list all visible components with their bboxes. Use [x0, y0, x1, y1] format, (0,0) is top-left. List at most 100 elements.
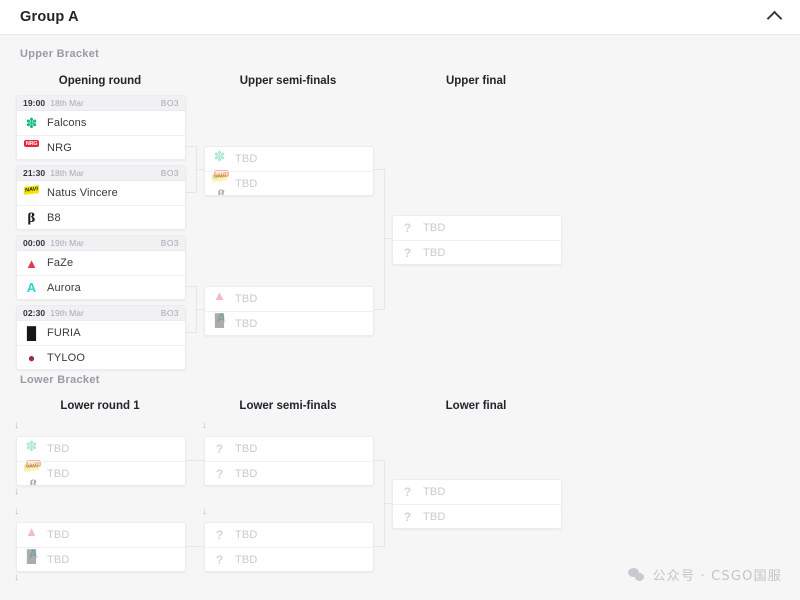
match-card[interactable]: 21:30 18th Mar BO3 NAVI Natus Vincere β … — [16, 165, 186, 230]
team-row[interactable]: ? TBD — [393, 216, 561, 240]
match-header: 19:00 18th Mar BO3 — [17, 96, 185, 111]
team-row[interactable]: ✽NRG TBD — [17, 437, 185, 467]
navi-logo: NAVI — [24, 184, 39, 195]
match-card[interactable]: ▲A TBD █● TBD — [204, 286, 374, 336]
team-row[interactable]: A Aurora — [17, 275, 185, 299]
team-name: TBD — [47, 467, 70, 480]
match-card[interactable]: 19:00 18th Mar BO3 ✽ Falcons NRG NRG — [16, 95, 186, 160]
team-row[interactable]: β B8 — [17, 205, 185, 229]
match-format: BO3 — [160, 98, 179, 108]
match-card[interactable]: ? TBD ? TBD — [392, 479, 562, 529]
team-row[interactable]: ? TBD — [393, 480, 561, 504]
unknown-team-icon: ? — [403, 245, 412, 260]
placeholder-logos: ▲A — [213, 288, 227, 325]
team-row[interactable]: ✽NRG TBD — [205, 147, 373, 177]
team-name: B8 — [47, 211, 61, 224]
feed-arrow-icon: ↓ — [14, 486, 19, 497]
match-card[interactable]: 00:00 19th Mar BO3 ▲ FaZe A Aurora — [16, 235, 186, 300]
team-name: FURIA — [47, 327, 81, 339]
team-row[interactable]: ? TBD — [205, 461, 373, 485]
faze-logo: ▲ — [25, 255, 38, 271]
match-card[interactable]: ? TBD ? TBD — [204, 522, 374, 572]
chevron-up-icon[interactable] — [764, 9, 784, 27]
feed-arrow-icon: ↓ — [202, 420, 207, 431]
feed-arrow-icon: ↓ — [14, 572, 19, 583]
team-name: TBD — [423, 486, 446, 498]
match-time: 21:30 — [23, 168, 46, 178]
round-header-upper-semis: Upper semi-finals — [239, 75, 337, 87]
feed-arrow-icon: ↓ — [14, 506, 19, 517]
match-card[interactable]: ? TBD ? TBD — [392, 215, 562, 265]
unknown-team-icon: ? — [215, 552, 224, 567]
team-row[interactable]: ▲ FaZe — [17, 251, 185, 275]
team-row[interactable]: █● TBD — [205, 311, 373, 335]
upper-bracket-label: Upper Bracket — [20, 48, 100, 60]
unknown-team-icon: ? — [403, 221, 412, 235]
match-header: 00:00 19th Mar BO3 — [17, 236, 185, 251]
placeholder-logos: █● — [214, 312, 225, 328]
match-card[interactable]: ▲A TBD █● TBD — [16, 522, 186, 572]
team-row[interactable]: ● TYLOO — [17, 345, 185, 369]
team-row[interactable]: ✽ Falcons — [17, 111, 185, 135]
team-row[interactable]: NAVI Natus Vincere — [17, 181, 185, 205]
team-row[interactable]: ? TBD — [205, 547, 373, 571]
watermark-text: 公众号 · CSGO国服 — [652, 569, 782, 584]
b8-logo: β — [27, 210, 36, 225]
team-name: TBD — [235, 293, 258, 305]
round-header-lower-round1: Lower round 1 — [60, 400, 140, 412]
unknown-team-icon: ? — [215, 442, 224, 456]
match-card[interactable]: ? TBD ? TBD — [204, 436, 374, 486]
team-name: TYLOO — [47, 351, 86, 364]
team-name: TBD — [235, 467, 258, 480]
team-name: TBD — [235, 553, 258, 566]
placeholder-logos: ✽NRG — [24, 439, 41, 467]
team-row[interactable]: █ FURIA — [17, 321, 185, 345]
feed-arrow-icon: ↓ — [14, 420, 19, 431]
furia-logo: █ — [26, 325, 37, 341]
team-row[interactable]: ▲A TBD — [205, 287, 373, 325]
team-name: NRG — [47, 141, 72, 154]
team-row[interactable]: ? TBD — [205, 437, 373, 461]
team-row[interactable]: █● TBD — [17, 547, 185, 571]
team-name: TBD — [47, 553, 70, 566]
match-date: 18th Mar — [50, 98, 84, 108]
team-row[interactable]: ? TBD — [205, 523, 373, 547]
match-header: 21:30 18th Mar BO3 — [17, 166, 185, 181]
team-row[interactable]: ? TBD — [393, 240, 561, 264]
team-name: TBD — [47, 529, 70, 541]
match-date: 19th Mar — [50, 238, 84, 248]
match-header: 02:30 19th Mar BO3 — [17, 306, 185, 321]
match-format: BO3 — [160, 238, 179, 248]
lower-bracket-label: Lower Bracket — [20, 374, 100, 386]
team-name: Falcons — [47, 117, 87, 129]
match-time: 02:30 — [23, 308, 46, 318]
placeholder-logos: █● — [26, 548, 37, 564]
match-date: 18th Mar — [50, 168, 84, 178]
round-header-lower-semis: Lower semi-finals — [239, 400, 337, 412]
team-row[interactable]: ? TBD — [393, 504, 561, 528]
unknown-team-icon: ? — [215, 466, 224, 481]
team-name: FaZe — [47, 257, 74, 269]
team-name: Natus Vincere — [47, 187, 118, 199]
round-header-lower-final: Lower final — [445, 400, 507, 412]
watermark: 公众号 · CSGO国服 — [627, 565, 782, 584]
team-name: TBD — [423, 510, 446, 523]
chevron-up-glyph — [766, 10, 782, 27]
team-row[interactable]: NRG NRG — [17, 135, 185, 159]
match-card[interactable]: 02:30 19th Mar BO3 █ FURIA ● TYLOO — [16, 305, 186, 370]
unknown-team-icon: ? — [403, 485, 412, 499]
team-name: Aurora — [47, 281, 81, 294]
match-format: BO3 — [160, 168, 179, 178]
aurora-logo: A — [26, 280, 37, 295]
team-row[interactable]: ▲A TBD — [17, 523, 185, 560]
feed-arrow-icon: ↓ — [202, 506, 207, 517]
page-title: Group A — [20, 9, 79, 25]
team-name: TBD — [235, 153, 258, 165]
